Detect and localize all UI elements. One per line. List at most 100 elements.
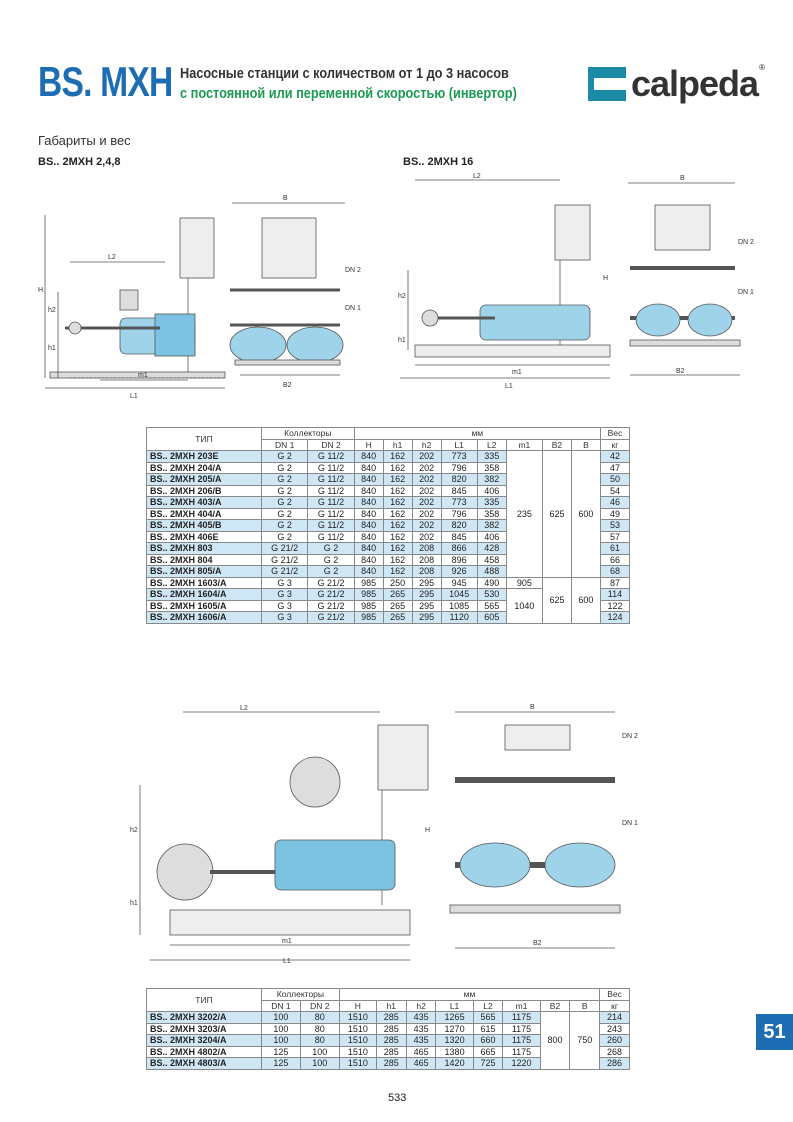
cell-weight: 46 <box>599 496 631 509</box>
col-L1: L1 <box>435 999 474 1012</box>
cell: G 11/2 <box>307 530 355 543</box>
cell: BS.. 2MXH 203E <box>146 450 262 463</box>
col-weight: Вес <box>599 427 631 440</box>
col-H: H <box>338 999 377 1012</box>
cell: 1175 <box>502 1034 541 1047</box>
svg-text:B: B <box>680 175 685 182</box>
cell: 458 <box>476 553 507 566</box>
cell: 1270 <box>435 1022 474 1035</box>
cell: 100 <box>261 1011 301 1024</box>
cell: BS.. 2MXH 4803/A <box>146 1057 262 1070</box>
cell: G 2 <box>260 507 309 520</box>
svg-text:H: H <box>603 275 608 282</box>
cell: 985 <box>353 611 384 624</box>
cell: 1510 <box>338 1045 377 1058</box>
col-collectors: Коллекторы <box>261 988 340 1001</box>
cell: 840 <box>353 542 384 555</box>
cell: 1265 <box>435 1011 474 1024</box>
cell: 406 <box>476 484 507 497</box>
cell: G 3 <box>260 611 309 624</box>
svg-text:L1: L1 <box>130 393 138 400</box>
section-title: Габариты и вес <box>38 133 131 148</box>
cell: 1510 <box>338 1022 377 1035</box>
svg-text:B: B <box>530 704 535 711</box>
cell: 202 <box>411 496 442 509</box>
cell: BS.. 2MXH 205/A <box>146 473 262 486</box>
cell-weight: 124 <box>599 611 631 624</box>
cell: G 11/2 <box>307 496 355 509</box>
cell-weight: 53 <box>599 519 631 532</box>
cell: 100 <box>299 1045 340 1058</box>
cell: 265 <box>382 599 413 612</box>
cell: 202 <box>411 519 442 532</box>
cell: G 21/2 <box>260 565 309 578</box>
cell: 615 <box>472 1022 504 1035</box>
col-dn1: DN 1 <box>260 438 309 451</box>
svg-text:DN 1: DN 1 <box>622 820 638 827</box>
calpeda-logo: calpeda® <box>588 63 765 105</box>
svg-text:B2: B2 <box>533 940 542 947</box>
cell: 985 <box>353 576 384 589</box>
cell: 162 <box>382 484 413 497</box>
svg-text:m1: m1 <box>512 369 522 376</box>
drawing-2mxh-248-side <box>44 215 226 389</box>
col-h2: h2 <box>405 999 437 1012</box>
cell: G 2 <box>260 473 309 486</box>
cell: 488 <box>476 565 507 578</box>
cell: 295 <box>411 599 442 612</box>
cell: G 2 <box>260 484 309 497</box>
col-mm: мм <box>353 427 601 440</box>
cell: BS.. 2MXH 406E <box>146 530 262 543</box>
cell: G 2 <box>260 530 309 543</box>
cell-weight: 68 <box>599 565 631 578</box>
drawing-group-label: BS.. 2MXH 16 <box>403 156 474 168</box>
cell: 1510 <box>338 1011 377 1024</box>
cell: 773 <box>440 450 478 463</box>
col-B: B <box>570 438 601 451</box>
cell: 285 <box>375 1045 407 1058</box>
cell: 202 <box>411 507 442 520</box>
cell: 125 <box>261 1057 301 1070</box>
page-number: 533 <box>388 1092 407 1104</box>
cell-weight: 243 <box>599 1022 630 1035</box>
cell: 250 <box>382 576 413 589</box>
cell: 265 <box>382 611 413 624</box>
svg-text:DN 1: DN 1 <box>738 289 754 296</box>
cell: BS.. 2MXH 405/B <box>146 519 262 532</box>
cell: BS.. 2MXH 4802/A <box>146 1045 262 1058</box>
svg-text:DN 2: DN 2 <box>622 733 638 740</box>
cell: G 2 <box>260 461 309 474</box>
cell: 162 <box>382 519 413 532</box>
cell: 358 <box>476 461 507 474</box>
cell-weight: 214 <box>599 1011 630 1024</box>
col-weight: Вес <box>599 988 630 1001</box>
chapter-tab: 51 <box>756 1014 793 1050</box>
cell: 208 <box>411 542 442 555</box>
cell-b2: 625 <box>541 576 572 624</box>
cell-weight: 87 <box>599 576 631 589</box>
cell: 406 <box>476 530 507 543</box>
cell: 605 <box>476 611 507 624</box>
cell: 208 <box>411 565 442 578</box>
svg-text:L1: L1 <box>283 958 291 965</box>
cell: 985 <box>353 588 384 601</box>
cell-weight: 54 <box>599 484 631 497</box>
cell: 660 <box>472 1034 504 1047</box>
cell: G 11/2 <box>307 461 355 474</box>
cell: 265 <box>382 588 413 601</box>
cell: 465 <box>405 1057 437 1070</box>
cell: 840 <box>353 450 384 463</box>
cell: 490 <box>476 576 507 589</box>
cell: 202 <box>411 473 442 486</box>
cell: 465 <box>405 1045 437 1058</box>
cell: BS.. 2MXH 404/A <box>146 507 262 520</box>
cell: 202 <box>411 450 442 463</box>
cell-weight: 66 <box>599 553 631 566</box>
